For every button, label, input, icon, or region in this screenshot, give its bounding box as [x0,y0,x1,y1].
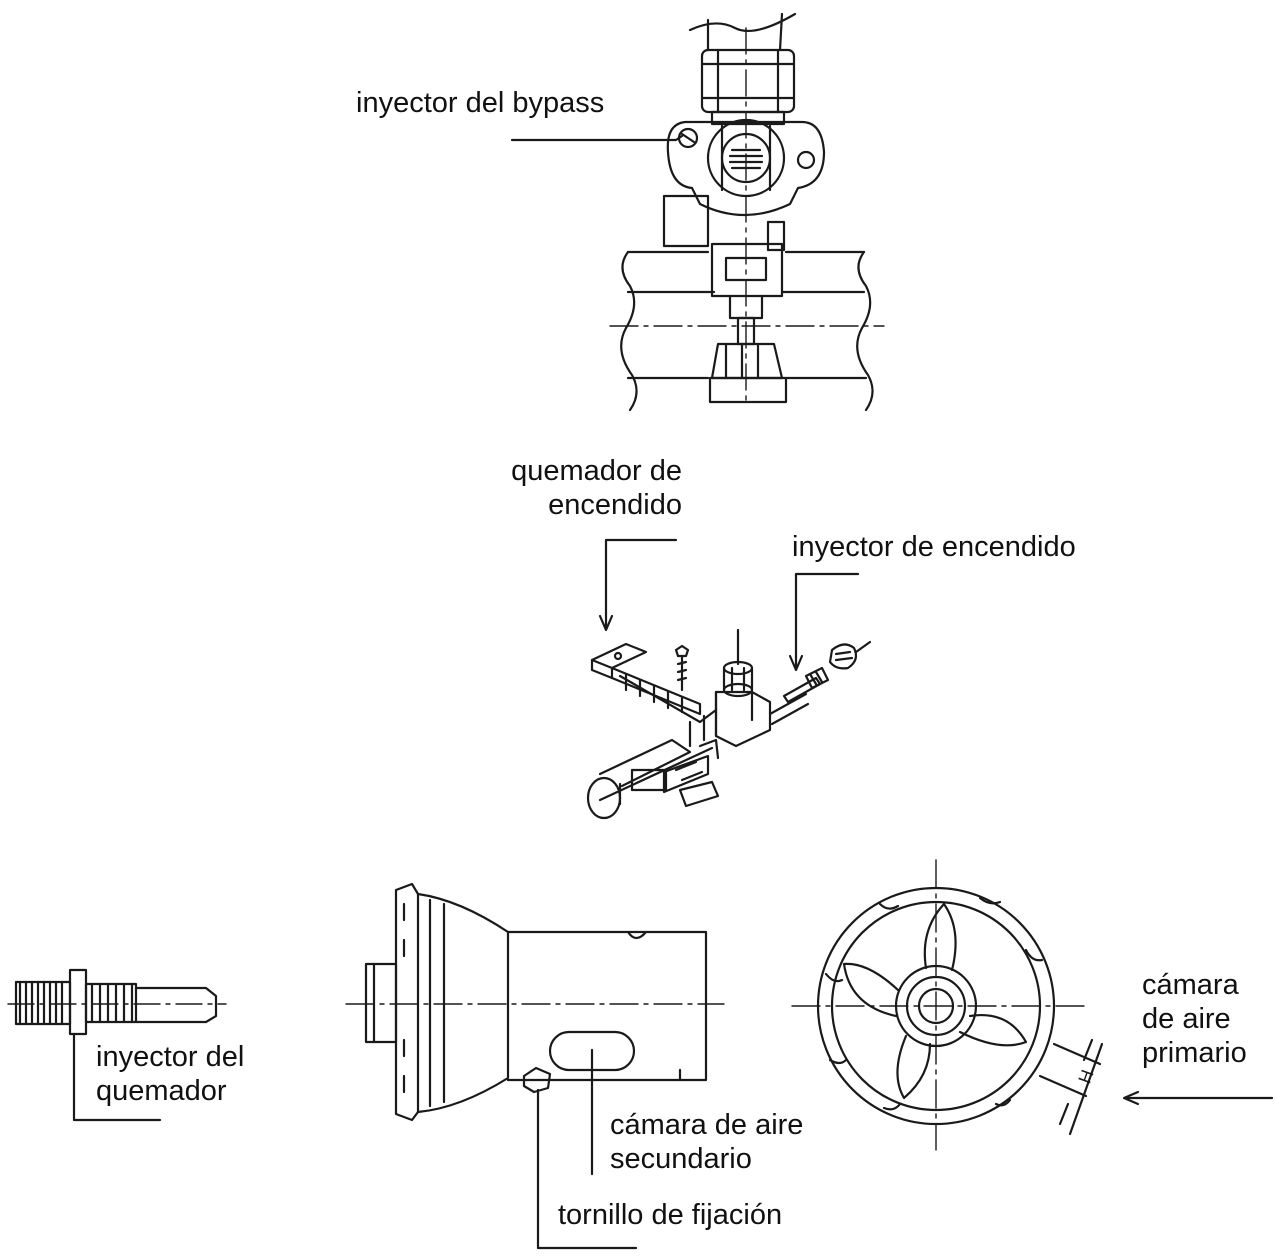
ignition-burner-drawing [586,538,872,820]
label-fixing-screw: tornillo de fijación [558,1199,783,1231]
label-ignition-burner-line2: encendido [548,489,682,521]
label-ignition-burner-line1: quemador de [511,455,682,487]
air-shutter-drawing [791,859,1274,1151]
air-chamber-drawing [345,882,725,1250]
label-primary-air-chamber: cámara de aire primario [1142,968,1247,1070]
label-burner-injector: inyector del quemador [96,1040,244,1108]
bypass-valve-drawing [510,12,885,412]
label-secondary-air-chamber-line2: secundario [610,1143,752,1175]
label-primary-air-chamber-line2: de aire [1142,1003,1231,1035]
label-ignition-injector: inyector de encendido [792,531,1076,563]
dimension-h-mark: H [1074,1067,1097,1086]
label-bypass-injector: inyector del bypass [356,87,605,119]
label-burner-injector-line2: quemador [96,1075,227,1107]
label-primary-air-chamber-line1: cámara [1142,969,1239,1001]
label-burner-injector-line1: inyector del [96,1041,245,1073]
label-ignition-burner: quemador de encendido [484,454,682,522]
label-primary-air-chamber-line3: primario [1142,1037,1247,1069]
label-secondary-air-chamber-line1: cámara de aire [610,1109,804,1141]
burner-injector-drawing [7,968,227,1122]
label-secondary-air-chamber: cámara de aire secundario [610,1108,803,1176]
